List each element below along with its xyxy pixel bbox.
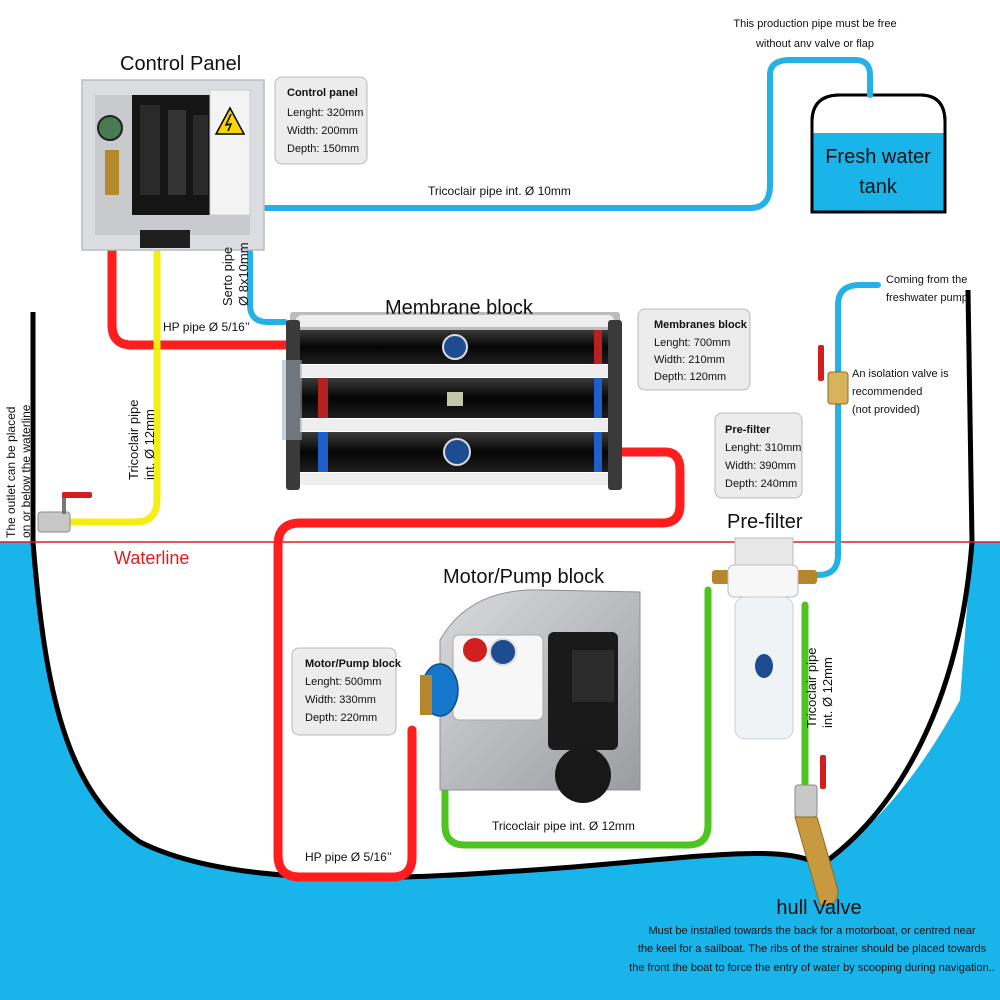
control-panel-spec-box: Control panel Lenght: 320mm Width: 200mm… [274,76,368,165]
spec-depth: Depth: 240mm [725,478,797,490]
spec-length: Lenght: 320mm [287,107,363,119]
pipe-label-tricoclair-right-line1: Tricoclair pipe [804,648,819,728]
coming-from-note-line1: Coming from the [886,274,967,286]
motor-pump-spec-box: Motor/Pump block Lenght: 500mm Width: 33… [291,647,402,736]
hull-valve-note-line1: Must be installed towards the back for a… [648,925,975,937]
hull-valve-note-line2: the keel for a sailboat. The ribs of the… [638,943,987,955]
spec-title: Pre-filter [725,424,771,436]
production-pipe-note-line2: without anv valve or flap [755,38,874,50]
pipe-label-hp-upper: HP pipe Ø 5/16’’ [163,320,250,334]
prefilter-title: Pre-filter [727,511,803,533]
control-panel-unit [81,79,265,251]
spec-width: Width: 330mm [305,694,376,706]
motor-pump-title: Motor/Pump block [443,566,605,588]
spec-title: Membranes block [654,319,748,331]
spec-length: Lenght: 700mm [654,337,730,349]
spec-title: Motor/Pump block [305,658,402,670]
warning-icon [214,106,246,135]
brand-logo-icon [442,334,468,360]
pipe-label-serto-line2: Ø 8x10mm [236,242,251,306]
membrane-block-title: Membrane block [385,297,534,319]
hull-valve-unit [794,755,839,906]
control-panel-title: Control Panel [120,53,241,75]
pipe-label-hp-lower: HP pipe Ø 5/16’’ [305,850,392,864]
waterline-label: Waterline [114,548,189,568]
spec-title: Control panel [287,87,358,99]
blue-freshwater-feed [797,282,881,578]
prefilter-unit [712,537,817,740]
pipe-label-tricoclair-10mm: Tricoclair pipe int. Ø 10mm [428,184,571,198]
hull-right-outline [818,289,975,869]
fresh-water-tank [810,93,947,214]
isolation-note-line1: An isolation valve is [852,368,949,380]
spec-width: Width: 200mm [287,125,358,137]
spec-depth: Depth: 220mm [305,712,377,724]
sea-water [0,542,1000,1000]
prefilter-spec-box: Pre-filter Lenght: 310mm Width: 390mm De… [714,412,803,499]
pipe-label-tricoclair-right-line2: int. Ø 12mm [820,657,835,728]
pipe-label-tricoclair-12mm-bottom: Tricoclair pipe int. Ø 12mm [492,819,635,833]
spec-length: Lenght: 500mm [305,676,381,688]
outlet-valve [37,492,92,533]
red-hp-pipe-upper [107,145,295,350]
tank-label-line1: Fresh water [825,146,931,168]
isolation-valve [818,345,849,405]
membranes-spec-box: Membranes block Lenght: 700mm Width: 210… [637,308,751,391]
spec-length: Lenght: 310mm [725,442,801,454]
isolation-note-line3: (not provided) [852,404,920,416]
membrane-block-unit [282,312,622,490]
coming-from-note-line2: freshwater pump [886,292,968,304]
red-hp-pipe-lower [273,447,685,882]
spec-width: Width: 390mm [725,460,796,472]
pipe-label-tricoclair-left-line2: int. Ø 12mm [142,409,157,480]
blue-serto-pipe [247,212,288,325]
outlet-note-line1: The outlet can be placed [4,407,18,538]
production-pipe-note-line1: This production pipe must be free [733,18,896,30]
pipe-label-serto-line1: Serto pipe [220,247,235,306]
yellow-outlet-pipe [61,241,161,526]
spec-depth: Depth: 120mm [654,371,726,383]
hull-valve-note-line3: the front the boat to force the entry of… [629,962,995,974]
green-feed-pipe [441,586,712,849]
outlet-note-line2: on or below the waterline [19,404,33,538]
pipe-label-tricoclair-left-line1: Tricoclair pipe [126,400,141,480]
spec-depth: Depth: 150mm [287,143,359,155]
hull-valve-title: hull Valve [776,897,861,919]
tank-label-line2: tank [859,176,898,198]
spec-width: Width: 210mm [654,354,725,366]
isolation-note-line2: recommended [852,386,922,398]
motor-pump-unit [420,589,641,803]
